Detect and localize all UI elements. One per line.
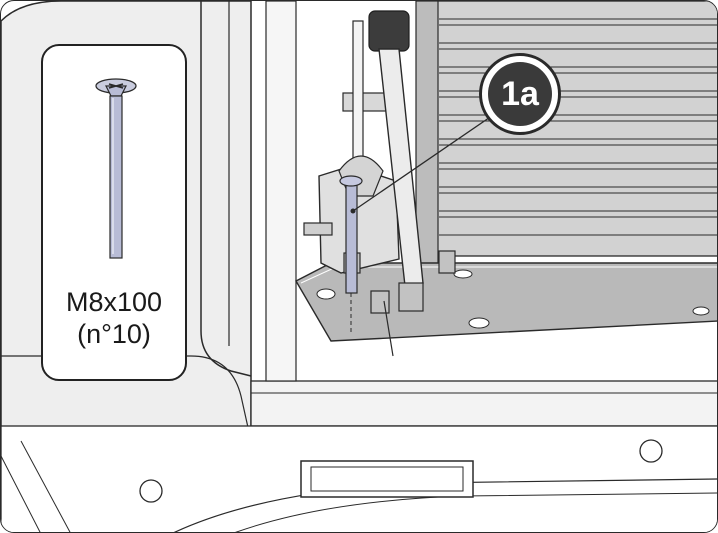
bracket-wire bbox=[383, 300, 394, 357]
threaded-rod bbox=[352, 20, 364, 172]
nut-right bbox=[398, 282, 424, 312]
countersunk-bolt-icon bbox=[95, 78, 137, 259]
left-frame-inner bbox=[200, 1, 252, 377]
base-plate bbox=[295, 262, 717, 342]
base-slot bbox=[300, 460, 474, 498]
installed-bolt-shank bbox=[345, 180, 358, 294]
base-hole-right bbox=[639, 439, 663, 463]
radiator-ribs bbox=[439, 18, 717, 236]
plate-hole-1 bbox=[316, 288, 336, 300]
radiator-panel bbox=[425, 1, 717, 257]
vertical-post bbox=[265, 1, 297, 382]
plate-hole-3 bbox=[453, 269, 473, 279]
nut-back bbox=[438, 250, 456, 274]
part-size: M8x100 bbox=[65, 287, 163, 317]
part-quantity: (n°10) bbox=[77, 319, 151, 349]
bracket-tab bbox=[303, 222, 333, 236]
part-callout-box bbox=[41, 44, 187, 381]
radiator-side bbox=[415, 1, 439, 272]
step-badge-label: 1a bbox=[488, 62, 552, 126]
plate-hole-2 bbox=[468, 317, 490, 329]
installed-bolt-head bbox=[339, 175, 363, 187]
base-slot-inner bbox=[310, 466, 464, 492]
callout-leader bbox=[352, 110, 500, 212]
frame-lower-curve bbox=[1, 355, 252, 442]
leader-dot bbox=[350, 208, 356, 214]
left-diagonal bbox=[1, 455, 41, 532]
plate-hole-4 bbox=[692, 306, 710, 316]
step-badge: 1a bbox=[479, 53, 561, 135]
upper-rail bbox=[250, 380, 717, 427]
strut-cap bbox=[368, 10, 410, 52]
base-hole-left bbox=[139, 479, 163, 503]
part-label: M8x100 (n°10) bbox=[41, 286, 187, 350]
nut-front bbox=[370, 290, 390, 314]
left-diagonal-2 bbox=[20, 440, 71, 532]
